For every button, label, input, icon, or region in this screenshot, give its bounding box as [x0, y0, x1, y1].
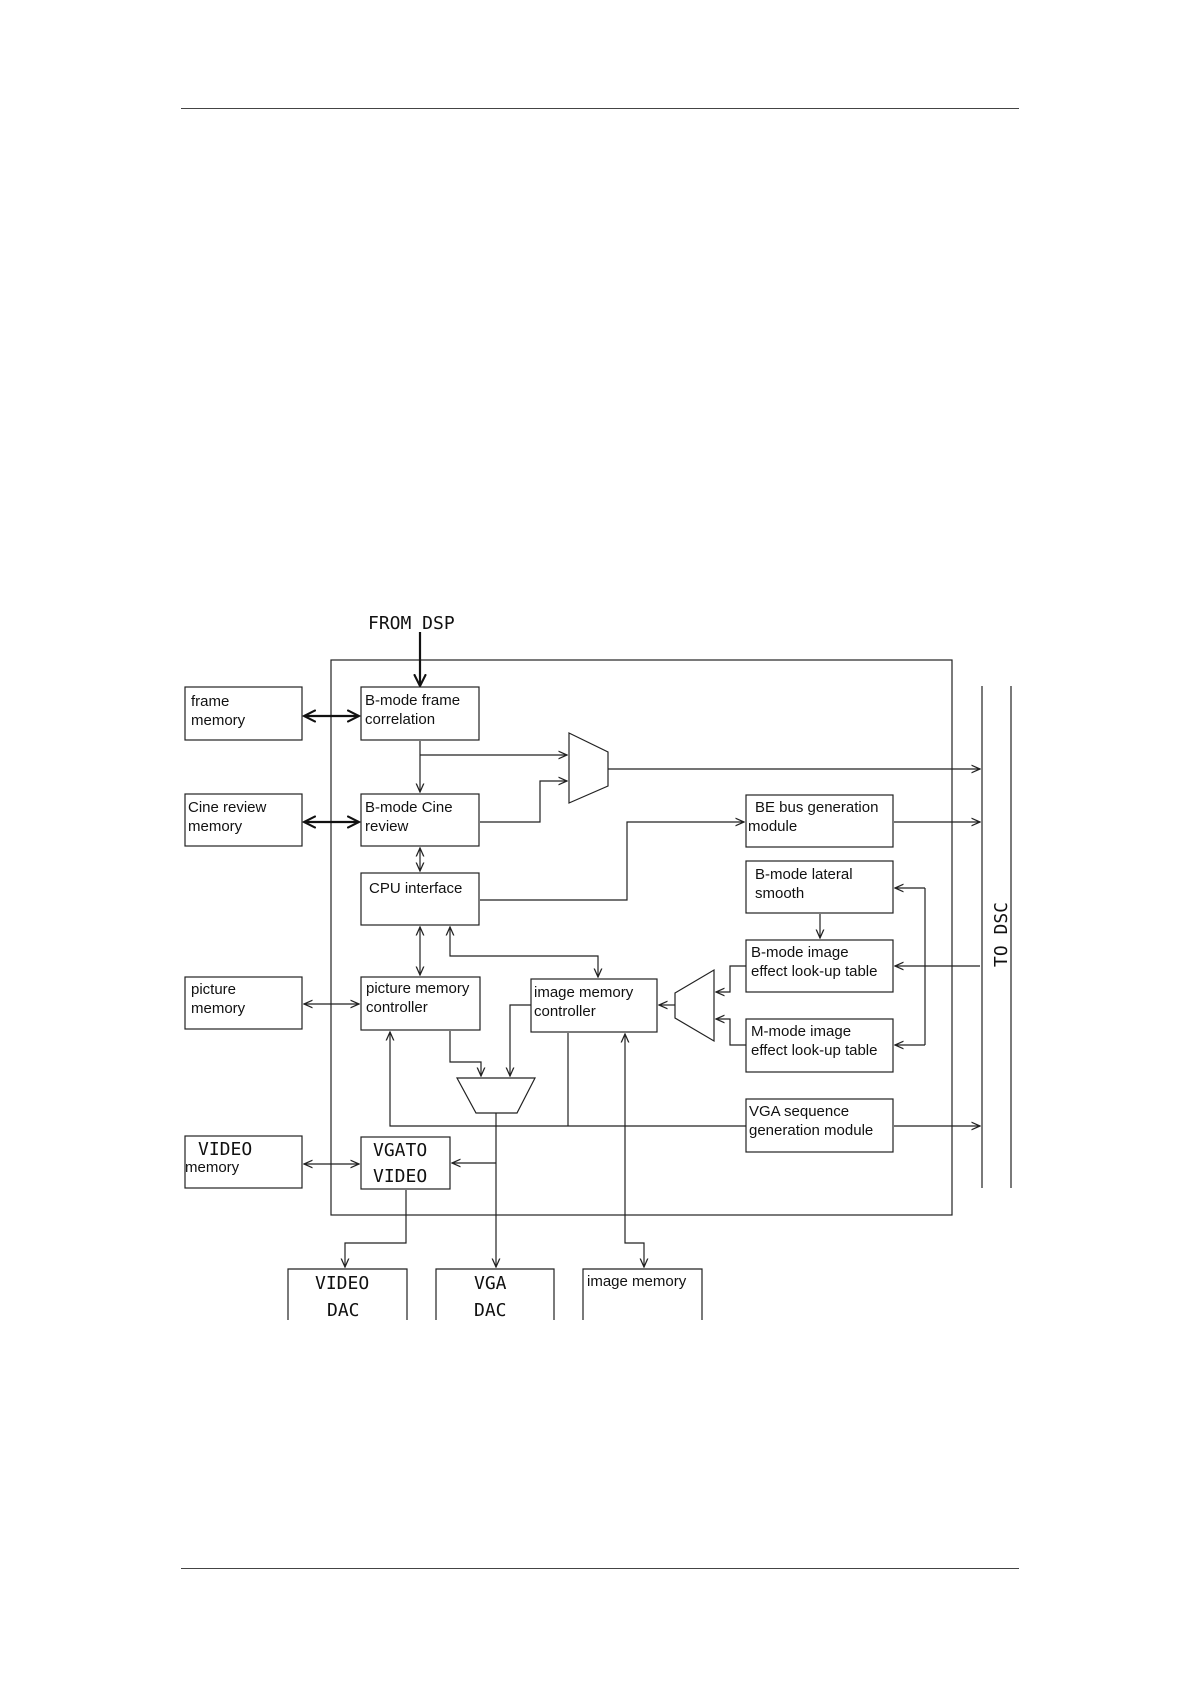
picture-memory-controller-label-1: picture memory — [366, 980, 470, 997]
bmode-frame-correlation-label-1: B-mode frame — [365, 692, 460, 709]
mmode-image-effect-lut-label-1: M-mode image — [751, 1023, 851, 1040]
bmode-frame-correlation-label-2: correlation — [365, 711, 435, 728]
picmem-to-vgamux-arrow — [449, 1031, 481, 1076]
cine-review-memory-label-2: memory — [188, 818, 243, 835]
picture-memory-controller-box — [360, 976, 481, 1031]
imgmem-to-vgamux-arrow — [510, 1004, 531, 1076]
bmode-lateral-smooth-label-1: B-mode lateral — [755, 866, 853, 883]
vga-to-video-label-2: VIDEO — [373, 1166, 427, 1187]
picture-memory-box — [184, 976, 303, 1030]
image-memory-out-label: image memory — [587, 1273, 687, 1290]
vgatovideo-to-videodac-arrow — [345, 1190, 407, 1267]
picture-memory-label-2: memory — [191, 1000, 246, 1017]
bmode-frame-correlation-box — [360, 686, 480, 741]
frame-memory-label-1: frame — [191, 693, 229, 710]
vga-dac-label-1: VGA — [474, 1273, 507, 1294]
video-dac-label-2: DAC — [327, 1300, 360, 1321]
video-dac-box — [287, 1268, 408, 1320]
bmode-cine-review-box — [360, 793, 480, 847]
vga-to-video-box — [360, 1136, 451, 1190]
cpu-interface-box — [360, 872, 480, 926]
cine-to-mux-arrow — [480, 781, 567, 823]
vga-sequence-generation-label-2: generation module — [749, 1122, 873, 1139]
bmode-image-effect-lut-label-1: B-mode image — [751, 944, 849, 961]
mmode-image-effect-lut-label-2: effect look-up table — [751, 1042, 877, 1059]
output-mux — [568, 732, 609, 804]
image-memory-controller-box — [530, 978, 658, 1033]
video-dac-label-1: VIDEO — [315, 1273, 369, 1294]
vga-to-video-label-1: VGATO — [373, 1140, 427, 1161]
cpu-interface-label: CPU interface — [369, 880, 462, 897]
to-dsc-label: TO DSC — [991, 902, 1012, 967]
bmode-lut-to-mux-arrow — [716, 965, 746, 992]
from-dsp-label: FROM DSP — [368, 613, 455, 634]
be-bus-generation-label-2: module — [748, 818, 797, 835]
mmode-lut-to-mux-arrow — [716, 1019, 746, 1046]
bmode-cine-review-label-1: B-mode Cine — [365, 799, 453, 816]
cine-review-memory-box — [184, 793, 303, 847]
bmode-lateral-smooth-box — [745, 860, 894, 914]
cpu-to-bebus-arrow — [480, 822, 744, 901]
vga-mux — [455, 1077, 536, 1114]
mmode-image-effect-lut-box — [745, 1018, 894, 1073]
be-bus-generation-box — [745, 794, 894, 848]
bmode-lateral-smooth-label-2: smooth — [755, 885, 804, 902]
frame-memory-label-2: memory — [191, 712, 246, 729]
image-memory-controller-label-1: image memory — [534, 984, 634, 1001]
lut-mux — [674, 968, 715, 1043]
picture-memory-label-1: picture — [191, 981, 236, 998]
vga-sequence-generation-box — [745, 1098, 894, 1153]
cine-review-memory-label-1: Cine review — [188, 799, 267, 816]
frame-memory-box — [184, 686, 303, 741]
vga-dac-label-2: DAC — [474, 1300, 507, 1321]
bmode-image-effect-lut-label-2: effect look-up table — [751, 963, 877, 980]
cpu-imgmem-link — [450, 927, 598, 977]
bmode-cine-review-label-2: review — [365, 818, 409, 835]
be-bus-generation-label-1: BE bus generation — [755, 799, 878, 816]
video-memory-box — [184, 1135, 303, 1189]
video-memory-label-2: memory — [185, 1159, 240, 1176]
vga-sequence-generation-label-1: VGA sequence — [749, 1103, 849, 1120]
image-memory-controller-label-2: controller — [534, 1003, 596, 1020]
image-memory-out-box — [582, 1268, 703, 1320]
vga-dac-box — [435, 1268, 555, 1320]
imgmem-external-link — [625, 1034, 644, 1267]
picture-memory-controller-label-2: controller — [366, 999, 428, 1016]
header-rule — [181, 108, 1019, 109]
video-memory-label-1: VIDEO — [198, 1139, 252, 1160]
footer-rule — [181, 1568, 1019, 1569]
